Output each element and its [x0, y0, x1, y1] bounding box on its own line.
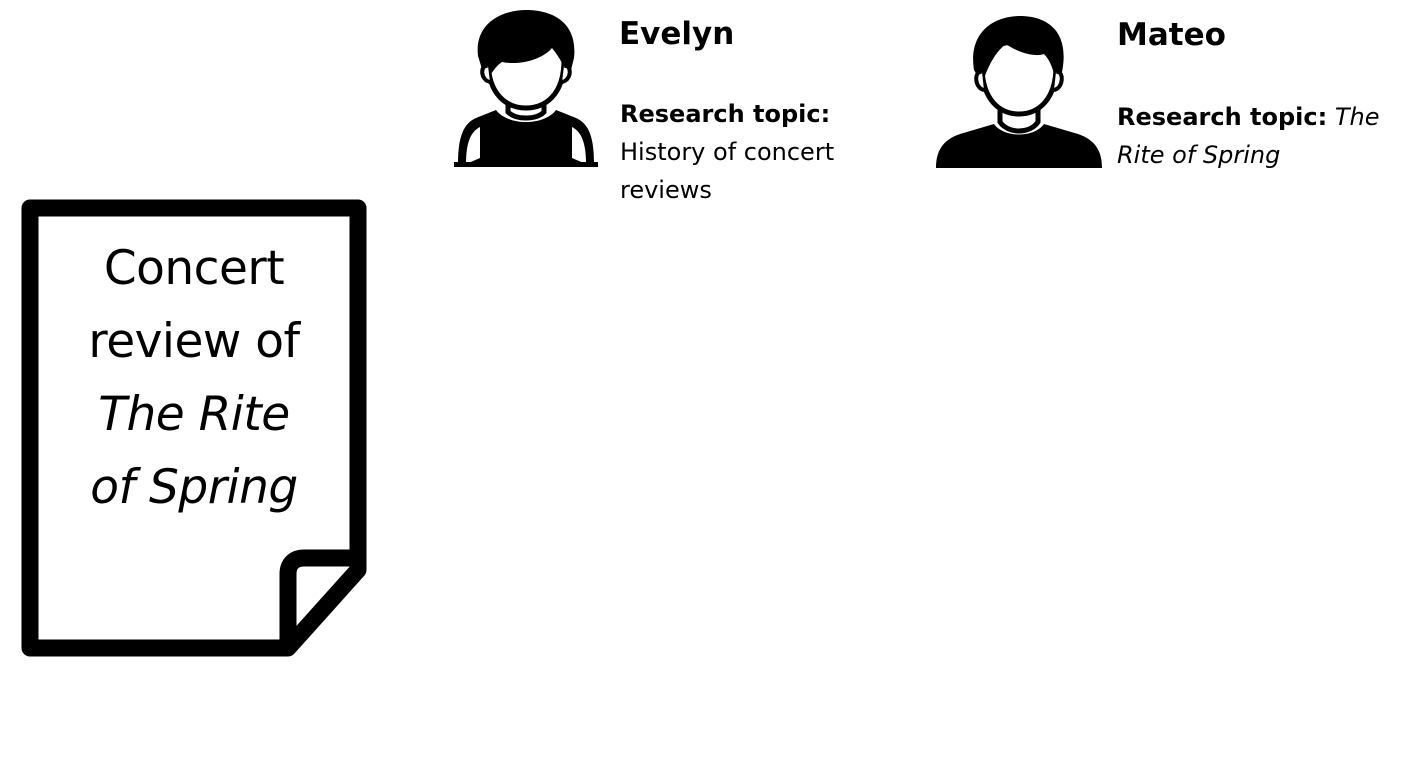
- evelyn-avatar-icon: [452, 8, 600, 170]
- document-title: Concert review of The Rite of Spring: [42, 232, 346, 524]
- document-line-4: of Spring: [90, 460, 298, 515]
- evelyn-topic-label: Research topic:: [620, 100, 831, 128]
- evelyn-name: Evelyn: [619, 16, 735, 52]
- mateo-topic-label: Research topic:: [1117, 103, 1328, 131]
- evelyn-research-topic: Research topic: History of concert revie…: [620, 95, 920, 209]
- document-line-1: Concert: [103, 241, 285, 296]
- mateo-topic-value: The Rite of Spring: [1117, 103, 1380, 169]
- document-line-2: review of: [88, 314, 300, 369]
- concert-review-document: Concert review of The Rite of Spring: [18, 196, 370, 660]
- document-line-3: The Rite: [98, 387, 290, 442]
- document-icon: [21, 199, 367, 657]
- evelyn-topic-value: History of concert reviews: [620, 138, 835, 204]
- mateo-research-topic: Research topic: The Rite of Spring: [1117, 98, 1397, 174]
- mateo-name: Mateo: [1117, 17, 1226, 53]
- mateo-avatar-icon: [934, 14, 1104, 172]
